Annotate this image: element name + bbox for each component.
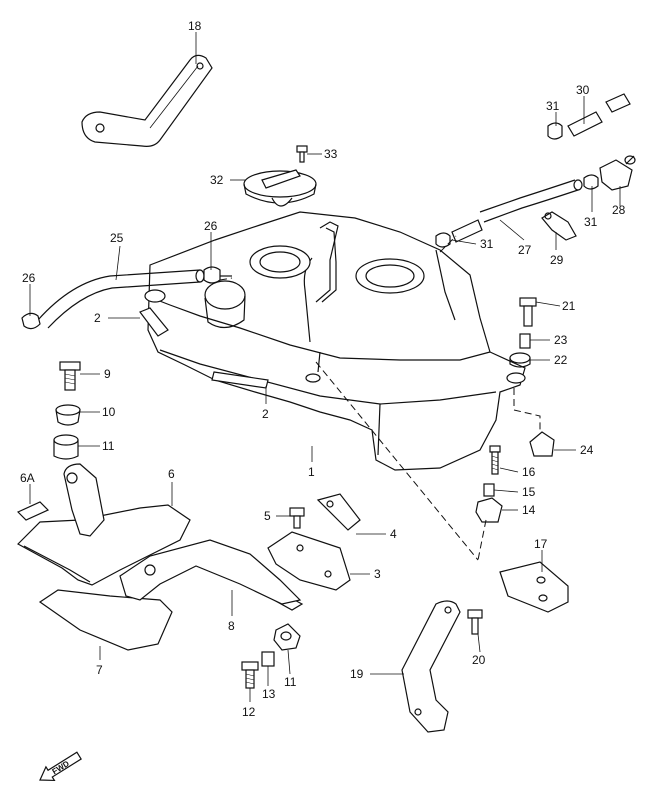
callout-16: 16 (522, 465, 536, 479)
part-3-bracket (267, 531, 351, 591)
callout-7: 7 (96, 663, 103, 677)
part-7-plate (38, 589, 173, 651)
part-30-hose-pieces (567, 93, 631, 137)
part-14-cushion (475, 497, 503, 523)
callout-14: 14 (522, 503, 536, 517)
callout-3: 3 (374, 567, 381, 581)
part-20-bolt (467, 609, 483, 635)
part-19-lower-bracket (401, 600, 461, 733)
leader-lines (29, 32, 621, 702)
part-16-bolt (489, 445, 501, 475)
part-8-strip (119, 539, 304, 611)
callout-31b: 31 (584, 215, 598, 229)
callout-8: 8 (228, 619, 235, 633)
callout-24: 24 (580, 443, 594, 457)
callout-20: 20 (472, 653, 486, 667)
part-11-cushion-lower (273, 623, 301, 651)
part-1-fuel-tank (144, 211, 526, 471)
part-21-bolt (519, 297, 537, 327)
part-33-cap-bolt (296, 145, 308, 163)
part-24-rubber-mount (529, 431, 555, 457)
callout-15: 15 (522, 485, 536, 499)
part-23-collar (519, 333, 531, 349)
part-6a-pad (16, 501, 50, 521)
callout-28: 28 (612, 203, 626, 217)
callout-4: 4 (390, 527, 397, 541)
part-31-clips (435, 122, 599, 248)
part-10-collar (55, 404, 81, 426)
part-25-breather-hose (37, 269, 205, 329)
part-28-fuel-filter (599, 155, 636, 191)
callout-19: 19 (350, 667, 364, 681)
callout-9: 9 (104, 367, 111, 381)
callout-6: 6 (168, 467, 175, 481)
part-13-collar (261, 651, 275, 667)
part-15-collar (483, 483, 495, 497)
callout-5: 5 (264, 509, 271, 523)
part-11-cushion (53, 434, 79, 460)
part-12-bolt (241, 661, 259, 689)
callout-31c: 31 (546, 99, 560, 113)
callout-11a: 11 (102, 439, 115, 453)
callout-33: 33 (324, 147, 338, 161)
part-6-heat-shield (17, 463, 191, 586)
callout-31a: 31 (480, 237, 494, 251)
callout-2b: 2 (262, 407, 269, 421)
callout-6a: 6A (20, 471, 35, 485)
part-4-pad (316, 493, 361, 531)
callout-2a: 2 (94, 311, 101, 325)
callout-11b: 11 (284, 675, 297, 689)
part-9-bolt (59, 361, 81, 391)
fwd-arrow-icon: FWD (39, 751, 82, 782)
callout-30: 30 (576, 83, 590, 97)
callout-27: 27 (518, 243, 532, 257)
callout-12: 12 (242, 705, 256, 719)
callout-17: 17 (534, 537, 548, 551)
callout-labels: 18 33 32 26 25 26 2 2 1 9 10 11 6 6A 7 8… (20, 19, 626, 719)
part-22-grommet (509, 352, 531, 368)
callout-18: 18 (188, 19, 202, 33)
part-26-clamps (21, 266, 232, 330)
callout-23: 23 (554, 333, 568, 347)
callout-21: 21 (562, 299, 576, 313)
callout-1: 1 (308, 465, 315, 479)
part-29-clamp-bracket (541, 211, 577, 241)
part-17-bracket (499, 561, 569, 613)
callout-29: 29 (550, 253, 564, 267)
callout-25: 25 (110, 231, 124, 245)
part-27-fuel-hose (451, 179, 583, 243)
callout-22: 22 (554, 353, 568, 367)
part-32-fuel-cap (243, 169, 317, 207)
part-5-bolt (289, 507, 305, 529)
callout-32: 32 (210, 173, 224, 187)
callout-13: 13 (262, 687, 276, 701)
part-18-upper-bracket (81, 54, 213, 147)
callout-26b: 26 (22, 271, 36, 285)
reference-dashed-lines (219, 235, 541, 561)
callout-26a: 26 (204, 219, 218, 233)
callout-10: 10 (102, 405, 116, 419)
